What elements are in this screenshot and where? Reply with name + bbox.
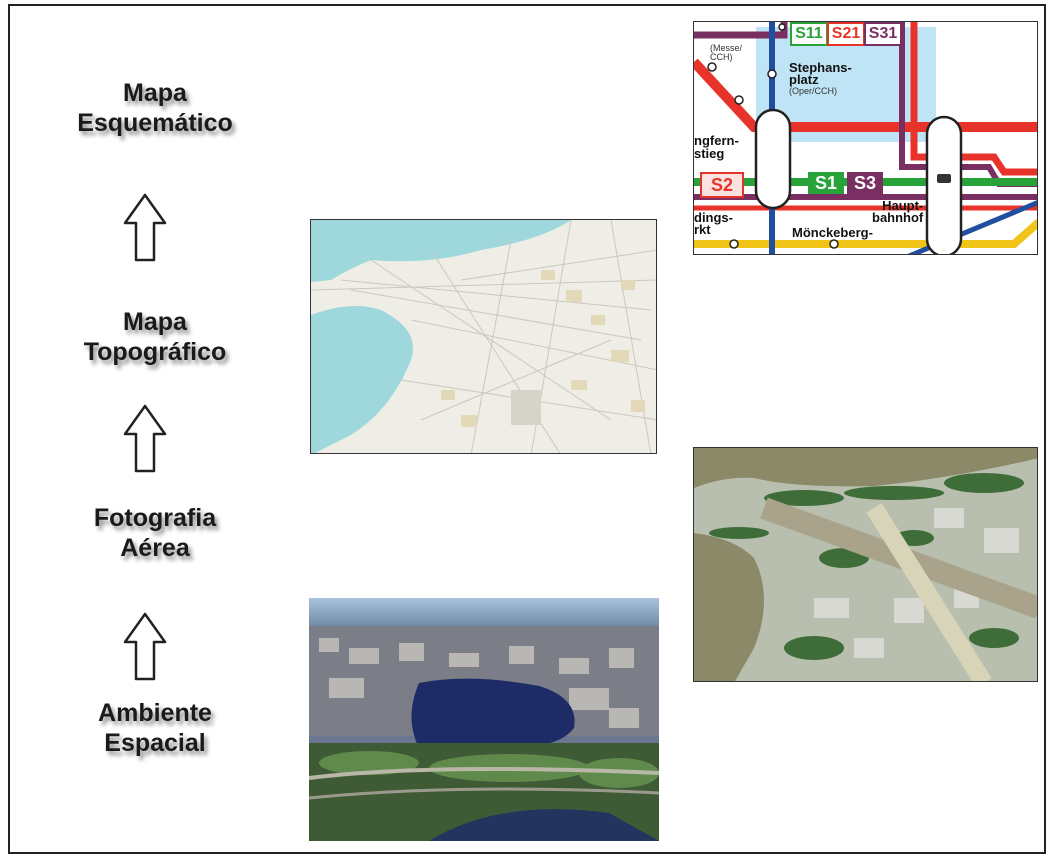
line-badge-s21: S21: [827, 22, 865, 46]
station-label-hauptbahnhof: Haupt- bahnhof: [872, 198, 924, 225]
line-badge-s3: S3: [847, 172, 883, 194]
label-spatial-environment: Ambiente Espacial: [98, 699, 212, 757]
station-label-stephansplatz: Stephans- platz (Oper/CCH): [789, 60, 852, 96]
station-label-jungfernstieg: ngfern- stieg: [694, 133, 739, 161]
aerial-photo-image: [693, 447, 1038, 682]
label-schematic-map: Mapa Esquemático: [77, 79, 233, 137]
station-label-moenckeberg: Mönckeberg-: [792, 225, 873, 240]
schematic-map-image: S11 S21 S31 S2 S1 S3 (Messe/ CCH) Stepha…: [693, 21, 1038, 255]
line-badge-s1: S1: [808, 172, 844, 194]
up-arrow-icon: [123, 193, 167, 262]
line-badge-s11: S11: [790, 22, 828, 46]
station-label-rodingsmarkt: dings- rkt: [694, 210, 733, 237]
line-badge-s2: S2: [700, 172, 744, 198]
up-arrow-icon: [123, 404, 167, 473]
station-label-messe: (Messe/ CCH): [710, 43, 743, 62]
label-topographic-map: Mapa Topográfico: [83, 308, 227, 366]
label-aerial-photo: Fotografia Aérea: [93, 504, 217, 562]
spatial-environment-photo: [309, 598, 659, 841]
line-badge-s31: S31: [864, 22, 902, 46]
topographic-map-image: [310, 219, 657, 454]
up-arrow-icon: [123, 612, 167, 681]
